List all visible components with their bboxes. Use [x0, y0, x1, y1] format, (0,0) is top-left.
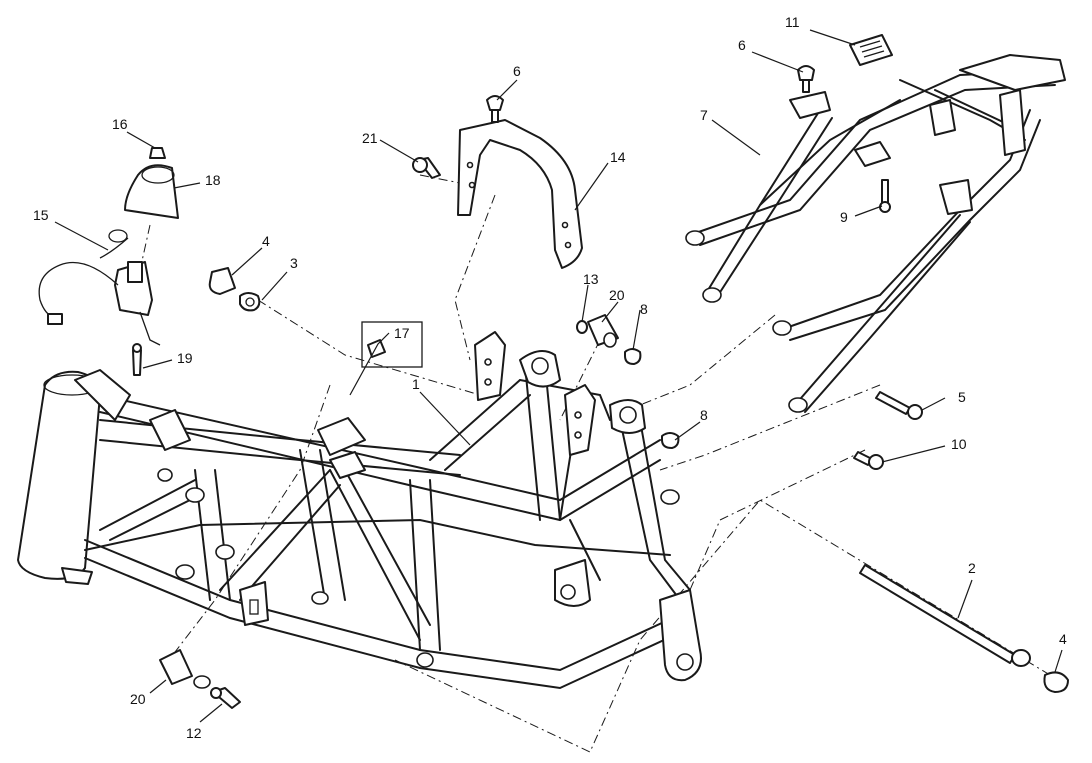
callout-16: 16: [112, 116, 128, 132]
callout-20-lower: 20: [130, 691, 146, 707]
callouts: 1 2 3 4 4 5 6 6 7 8 8 9 10 11 12 13 14 1…: [33, 14, 1067, 741]
rear-subframe: [685, 54, 1066, 413]
callout-15: 15: [33, 207, 49, 223]
screw-19: [132, 343, 142, 376]
callout-13: 13: [583, 271, 599, 287]
callout-8-upper: 8: [640, 301, 648, 317]
main-frame: [17, 331, 702, 690]
callout-21: 21: [362, 130, 378, 146]
bolt-6-subframe: [797, 65, 815, 93]
ignition-switch: [38, 229, 161, 346]
callout-7: 7: [700, 107, 708, 123]
callout-12: 12: [186, 725, 202, 741]
callout-14: 14: [610, 149, 626, 165]
cap: [149, 147, 166, 159]
callout-1: 1: [412, 376, 420, 392]
callout-10: 10: [951, 436, 967, 452]
callout-8-lower: 8: [700, 407, 708, 423]
callout-9: 9: [840, 209, 848, 225]
callout-11: 11: [785, 14, 800, 30]
callout-17: 17: [394, 325, 410, 341]
callout-4-lower: 4: [1059, 631, 1067, 647]
callout-3: 3: [290, 255, 298, 271]
bolt-10: [853, 451, 884, 470]
end-cap: [1043, 671, 1069, 693]
spacers-13-20-8: [576, 314, 680, 449]
rubber-pad: [849, 34, 893, 66]
callout-6-bracket: 6: [513, 63, 521, 79]
callout-6-subframe: 6: [738, 37, 746, 53]
clip-box: [361, 321, 423, 368]
support-bracket: [457, 119, 583, 269]
bolt-5: [875, 391, 923, 420]
leader-lines: [54, 29, 1063, 723]
callout-18: 18: [205, 172, 221, 188]
callout-2: 2: [968, 560, 976, 576]
spacers-20-12: [159, 649, 241, 709]
ignition-housing: [124, 164, 179, 219]
bolt-6-bracket: [486, 95, 504, 123]
spacers-4-3: [208, 267, 261, 312]
pivot-shaft: [859, 564, 1031, 667]
callout-4-upper: 4: [262, 233, 270, 249]
callout-5: 5: [958, 389, 966, 405]
callout-20-upper: 20: [609, 287, 625, 303]
assembly-lines: [139, 174, 1051, 753]
bolt-9: [854, 141, 891, 213]
callout-19: 19: [177, 350, 193, 366]
